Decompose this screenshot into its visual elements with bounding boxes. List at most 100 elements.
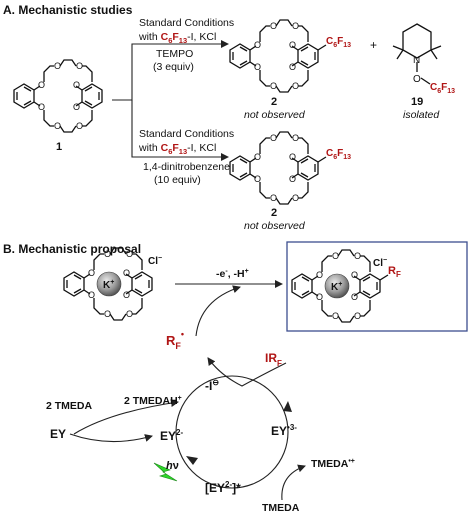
reaction2-conditions-line2: with C6F13-I, KCl [138, 142, 216, 156]
iodide-label: -I⊖ [205, 378, 219, 393]
svg-text:O: O [254, 174, 261, 184]
svg-text:O: O [351, 292, 358, 302]
svg-text:O: O [88, 290, 95, 300]
potassium-crown-complex-left: OO OO OO OO K+ Cl− [63, 247, 162, 321]
ey-excited-label: [EY2-]* [205, 480, 241, 495]
svg-text:O: O [270, 81, 277, 91]
svg-text:O: O [123, 268, 130, 278]
tmedah-label: 2 TMEDAH+ [124, 395, 182, 407]
svg-text:O: O [73, 102, 80, 112]
compound-19-nitrogen: N [413, 55, 420, 66]
reaction1-equiv: (3 equiv) [153, 61, 194, 73]
svg-text:Cl−: Cl− [373, 257, 387, 269]
svg-text:O: O [332, 311, 339, 321]
svg-text:O: O [104, 249, 111, 259]
svg-text:O: O [54, 61, 61, 71]
svg-text:O: O [38, 102, 45, 112]
compound-1-number: 1 [56, 141, 62, 153]
cycle-arrowhead-left [186, 456, 198, 465]
compound-1-structure: O O O O O O O O [13, 59, 103, 133]
svg-text:O: O [54, 121, 61, 131]
ey-reduction-arrow [69, 433, 153, 443]
svg-text:O: O [73, 80, 80, 90]
reaction2-equiv: (10 equiv) [154, 174, 201, 186]
svg-text:O: O [289, 152, 296, 162]
tmeda-to-tmedah-arrow [73, 399, 179, 435]
oxygen-labels: O O O O O O O O [38, 61, 83, 131]
svg-text:O: O [316, 270, 323, 280]
oxidation-label: -e-, -H+ [216, 268, 249, 280]
reaction1-conditions-line1: Standard Conditions [139, 17, 234, 29]
svg-text:O: O [126, 309, 133, 319]
reaction1-additive: TEMPO [156, 48, 193, 60]
compound-19-structure: N O C6F13 [392, 23, 455, 95]
c6f13-substituent: C6F13 [326, 36, 351, 49]
irf-to-rf-arrow [207, 357, 287, 387]
compound-2-status-bottom: not observed [244, 220, 306, 232]
svg-text:O: O [354, 251, 361, 261]
svg-text:O: O [316, 292, 323, 302]
radical-addition-arrow [195, 285, 241, 337]
svg-text:O: O [126, 249, 133, 259]
reaction-arrow-top [112, 40, 229, 101]
tmeda-oxidation-arrow [281, 464, 306, 501]
rf-radical: RF• [166, 329, 184, 351]
potassium-crown-complex-product: OO OO OO OO K+ Cl− RF [291, 249, 401, 323]
compound-2-status-top: not observed [244, 109, 306, 121]
section-b-title: B. Mechanistic proposal [3, 242, 141, 256]
reaction2-additive: 1,4-dinitrobenzene [143, 161, 230, 173]
compound-19-oxygen: O [413, 74, 421, 85]
irf-label: IRF [265, 351, 282, 368]
svg-text:K+: K+ [331, 281, 342, 293]
light-bolt-icon [153, 462, 178, 482]
compound-2-structure-top: OO OO OO OO C6F13 [229, 19, 351, 93]
svg-text:O: O [38, 80, 45, 90]
ey-label: EY [50, 427, 66, 441]
compound-2-number-bottom: 2 [271, 207, 277, 219]
c6f13-substituent-bottom: C6F13 [326, 148, 351, 161]
section-a-title: A. Mechanistic studies [3, 3, 133, 17]
svg-text:O: O [123, 290, 130, 300]
reaction1-conditions-line2: with C6F13-I, KCl [138, 31, 216, 45]
product-box [286, 241, 468, 332]
compound-19-status: isolated [403, 109, 440, 121]
svg-text:O: O [332, 251, 339, 261]
svg-text:O: O [88, 268, 95, 278]
tmeda-bottom-label: TMEDA [262, 502, 300, 513]
photocatalytic-cycle [175, 375, 289, 489]
svg-text:O: O [289, 174, 296, 184]
svg-text:RF: RF [388, 265, 401, 279]
compound-19-number: 19 [411, 96, 423, 108]
svg-text:O: O [254, 152, 261, 162]
svg-text:O: O [354, 311, 361, 321]
svg-text:O: O [76, 61, 83, 71]
svg-text:O: O [351, 270, 358, 280]
svg-text:O: O [104, 309, 111, 319]
hv-label: hν [166, 460, 179, 472]
svg-text:O: O [292, 193, 299, 203]
svg-text:O: O [292, 133, 299, 143]
compound-2-structure-bottom: OO OO OO OO C6F13 [229, 131, 351, 205]
c6f13-substituent-19: C6F13 [430, 82, 455, 95]
ey3-label: EY•3- [271, 423, 297, 438]
svg-text:O: O [270, 21, 277, 31]
reaction-arrow-bottom [131, 100, 229, 161]
compound-2-number-top: 2 [271, 96, 277, 108]
plus-sign: + [370, 38, 377, 52]
svg-text:O: O [289, 62, 296, 72]
tmeda-left-label: 2 TMEDA [46, 400, 93, 412]
svg-text:K+: K+ [103, 279, 114, 291]
svg-text:O: O [292, 81, 299, 91]
svg-text:O: O [254, 40, 261, 50]
tmeda-radical-label: TMEDA•+ [311, 458, 355, 470]
ey2-label: EY2- [160, 428, 183, 443]
cycle-arrowhead-right [283, 401, 292, 412]
svg-text:O: O [289, 40, 296, 50]
svg-text:O: O [292, 21, 299, 31]
svg-text:O: O [270, 133, 277, 143]
svg-text:Cl−: Cl− [148, 255, 162, 267]
svg-text:O: O [254, 62, 261, 72]
svg-text:O: O [76, 121, 83, 131]
svg-text:O: O [270, 193, 277, 203]
